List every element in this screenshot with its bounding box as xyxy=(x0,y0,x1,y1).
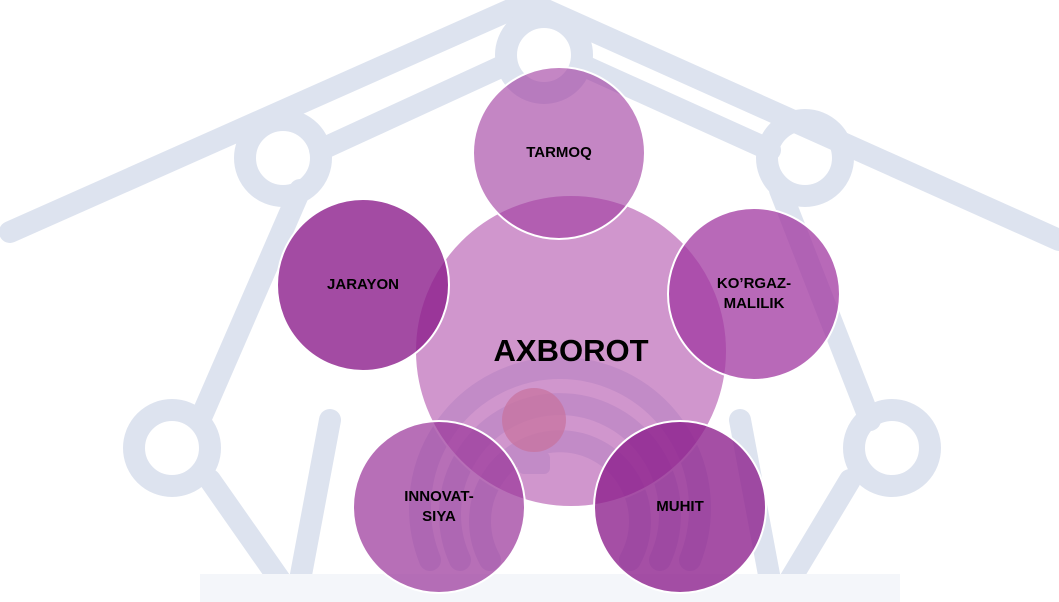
watermark-link xyxy=(309,54,516,161)
node-korgazmalilik: KO’RGAZ- MALILIK xyxy=(667,207,841,381)
watermark-link xyxy=(571,54,781,161)
center-node-axborot: AXBOROT xyxy=(414,194,728,508)
node-label: MUHIT xyxy=(656,497,704,515)
watermark-leg xyxy=(779,469,861,591)
watermark-band xyxy=(200,574,900,602)
node-label: TARMOQ xyxy=(526,143,592,161)
watermark-roof xyxy=(0,0,1059,251)
watermark-node-bottom-right xyxy=(843,399,941,497)
node-jarayon: JARAYON xyxy=(276,198,450,372)
watermark-link xyxy=(189,179,311,431)
watermark-leg xyxy=(289,409,341,591)
node-label: KO’RGAZ- MALILIK xyxy=(716,274,792,312)
watermark-leg xyxy=(199,469,291,591)
node-innovatsiya: INNOVAT- SIYA xyxy=(352,420,526,594)
center-label: AXBOROT xyxy=(493,333,649,369)
node-tarmoq: TARMOQ xyxy=(472,66,646,240)
watermark-node-bottom-left xyxy=(123,399,221,497)
watermark-node-left xyxy=(234,109,332,207)
node-muhit: MUHIT xyxy=(593,420,767,594)
node-label: JARAYON xyxy=(327,275,399,293)
node-label: INNOVAT- SIYA xyxy=(404,487,474,525)
